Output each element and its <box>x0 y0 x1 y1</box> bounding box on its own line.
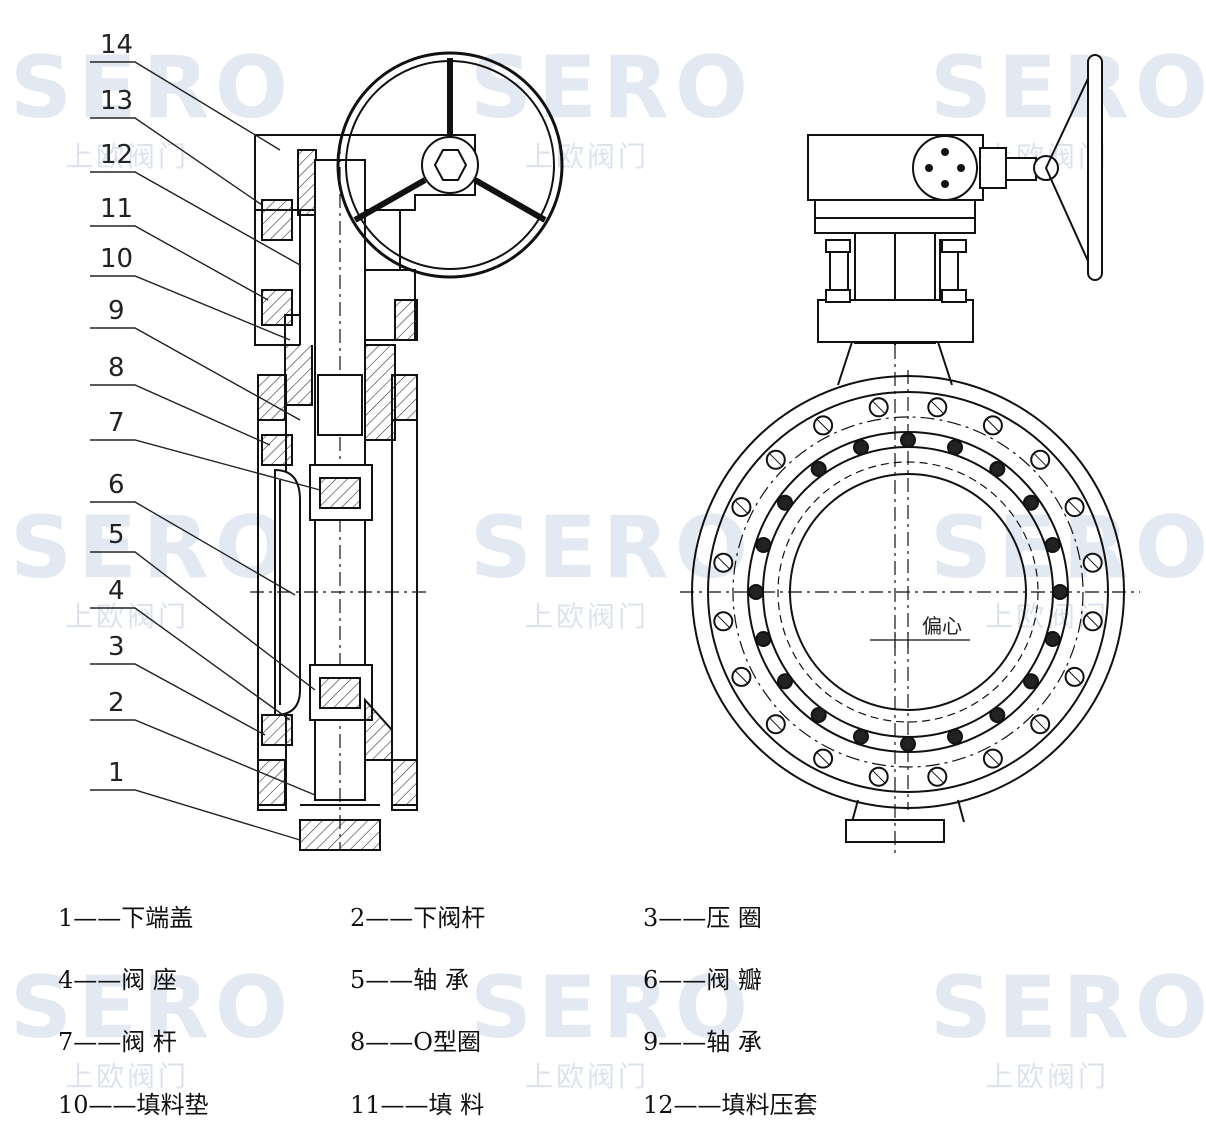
seat-screw <box>989 461 1006 477</box>
drawing-stage: 14 13 12 11 10 9 8 7 6 5 4 3 2 1 偏心 <box>90 30 1140 855</box>
legend-item-8: 8——O型圈 <box>350 1028 481 1056</box>
bolt-hole-mark <box>872 400 886 414</box>
bolt-hole-mark <box>1068 500 1081 514</box>
seat-screw <box>989 707 1006 723</box>
outer-bolt-holes <box>713 397 1103 787</box>
seat-screw <box>1052 584 1068 600</box>
legend-item-4: 4——阀 座 <box>58 966 177 994</box>
legend-item-7: 7——阀 杆 <box>58 1028 177 1056</box>
bolt-hole-mark <box>1033 453 1047 467</box>
bolt-hole-mark <box>769 453 783 467</box>
part-number-5: 5 <box>108 520 125 550</box>
seat-screw <box>1044 631 1061 647</box>
seat-screw <box>900 736 916 752</box>
part-number-6: 6 <box>108 470 125 500</box>
legend-item-2: 2——下阀杆 <box>350 904 486 932</box>
bolt-hole-mark <box>1086 556 1100 570</box>
bolt-hole-mark <box>735 500 748 514</box>
bolt-hole-mark <box>716 614 730 628</box>
leader-lines <box>90 61 321 841</box>
part-number-3: 3 <box>108 632 125 662</box>
bolt-hole-mark <box>986 419 1000 432</box>
bolt-hole-mark <box>930 400 944 414</box>
seat-screw <box>810 461 827 477</box>
seat-screw <box>810 707 827 723</box>
legend-item-6: 6——阀 瓣 <box>643 966 762 994</box>
bolt-hole-mark <box>716 556 730 570</box>
bolt-hole-mark <box>735 670 748 684</box>
bolt-hole-mark <box>1068 670 1081 684</box>
seat-screw <box>900 432 916 448</box>
seat-screw <box>947 439 963 456</box>
bolt-hole-mark <box>1033 717 1047 731</box>
valve-drawing <box>90 51 1140 855</box>
part-number-2: 2 <box>108 688 125 718</box>
parts-legend: 1——下端盖 2——下阀杆 3——压 圈 4——阀 座 5——轴 承 6——阀 … <box>0 880 1206 1124</box>
seat-screw <box>755 537 772 553</box>
bottom-cover <box>299 819 381 851</box>
eccentric-label: 偏心 <box>922 614 962 638</box>
part-number-13: 13 <box>100 86 134 116</box>
bolt-hole-mark <box>769 717 783 731</box>
legend-item-10: 10——填料垫 <box>58 1091 209 1119</box>
part-number-12: 12 <box>100 140 134 170</box>
seat-screw <box>853 728 869 745</box>
part-number-7: 7 <box>108 408 125 438</box>
legend-item-1: 1——下端盖 <box>58 904 194 932</box>
seat-screw <box>1044 537 1061 553</box>
part-number-11: 11 <box>100 194 134 224</box>
legend-item-5: 5——轴 承 <box>350 966 469 994</box>
seat-screw <box>947 728 963 745</box>
bolt-hole-mark <box>872 770 886 784</box>
part-number-1: 1 <box>108 758 125 788</box>
seat-screw <box>777 494 793 511</box>
legend-item-3: 3——压 圈 <box>643 904 762 932</box>
inner-bolts <box>748 432 1068 752</box>
seat-screw <box>748 584 764 600</box>
part-number-9: 9 <box>108 296 125 326</box>
part-number-8: 8 <box>108 353 125 383</box>
seat-screw <box>777 673 793 690</box>
bolt-hole-mark <box>816 419 830 432</box>
part-number-14: 14 <box>100 30 134 60</box>
part-number-4: 4 <box>108 576 125 606</box>
seat-screw <box>853 439 869 456</box>
section-view <box>250 51 564 851</box>
seat-screw <box>1023 673 1039 690</box>
bolt-hole-mark <box>986 752 1000 765</box>
part-number-10: 10 <box>100 244 134 274</box>
bolt-hole-mark <box>1086 614 1100 628</box>
bolt-hole-mark <box>930 770 944 784</box>
bolt-hole-mark <box>816 752 830 765</box>
legend-item-12: 12——填料压套 <box>643 1091 818 1119</box>
handwheel <box>336 51 564 279</box>
seat-screw <box>755 631 772 647</box>
legend-item-9: 9——轴 承 <box>643 1028 762 1056</box>
front-view <box>680 54 1140 855</box>
legend-item-11: 11——填 料 <box>350 1091 485 1119</box>
seat-screw <box>1023 494 1039 511</box>
